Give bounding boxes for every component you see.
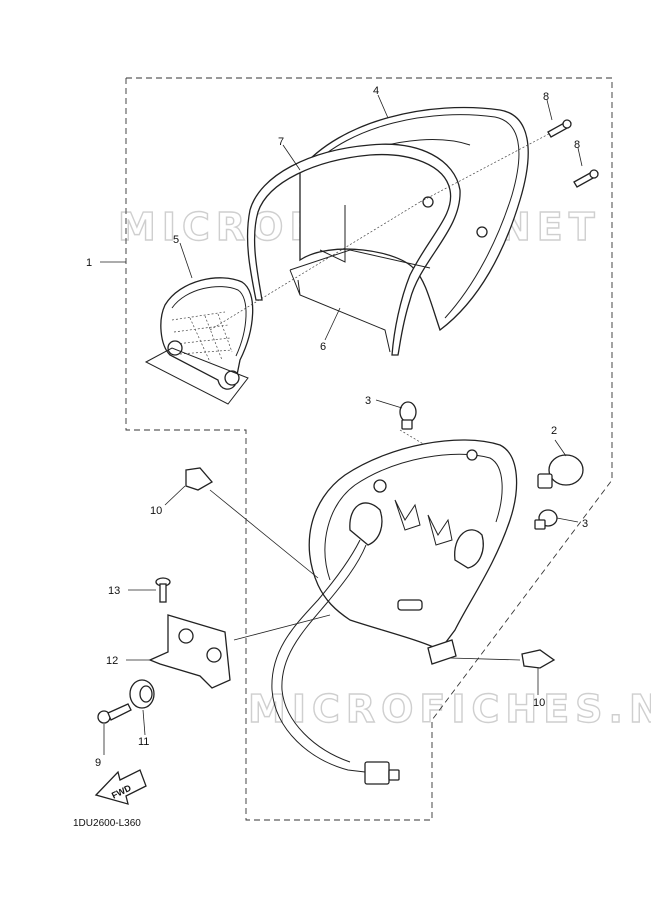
screw-9 — [97, 703, 132, 724]
reflector-base-plate — [144, 347, 249, 405]
fwd-arrow-icon — [94, 769, 147, 805]
bulb-3b — [534, 509, 558, 530]
callout-6: 6 — [320, 341, 326, 353]
rear-reflector — [160, 277, 254, 390]
screw-8b — [573, 169, 599, 188]
callout-5: 5 — [173, 234, 179, 246]
callout-10b: 10 — [533, 697, 545, 709]
callout-1: 1 — [86, 257, 92, 269]
callout-4: 4 — [373, 85, 379, 97]
tail-lens-cover — [299, 106, 529, 332]
bolt-13 — [155, 577, 171, 603]
assembly-boundary-upper — [126, 77, 613, 721]
callout-3a: 3 — [365, 395, 371, 407]
callout-8a: 8 — [543, 91, 549, 103]
tail-light-housing — [308, 439, 518, 665]
bulb-3a — [399, 401, 417, 430]
callout-9: 9 — [95, 757, 101, 769]
clip-10b — [521, 649, 556, 669]
lens-seal — [246, 143, 461, 356]
wire-connector — [364, 761, 400, 785]
watermark-bottom: MICROFICHES.NET — [248, 687, 651, 731]
inner-reflector-frame — [289, 249, 431, 353]
callout-11: 11 — [138, 736, 149, 748]
bulb-2 — [537, 454, 584, 489]
diagram-code: 1DU2600-L360 — [73, 818, 141, 829]
clip-10a — [185, 467, 214, 491]
grommet-11 — [129, 679, 155, 709]
callout-8b: 8 — [574, 139, 580, 151]
callout-13: 13 — [108, 585, 120, 597]
wire-harness — [271, 539, 366, 773]
callout-3b: 3 — [582, 518, 588, 530]
callout-10a: 10 — [150, 505, 162, 517]
callout-2: 2 — [551, 425, 557, 437]
assembly-boundary-left — [125, 78, 433, 821]
screw-8a — [547, 119, 572, 138]
alignment-line-reflector — [209, 201, 421, 331]
mounting-bracket — [148, 614, 231, 689]
callout-7: 7 — [278, 136, 284, 148]
callout-12: 12 — [106, 655, 118, 667]
